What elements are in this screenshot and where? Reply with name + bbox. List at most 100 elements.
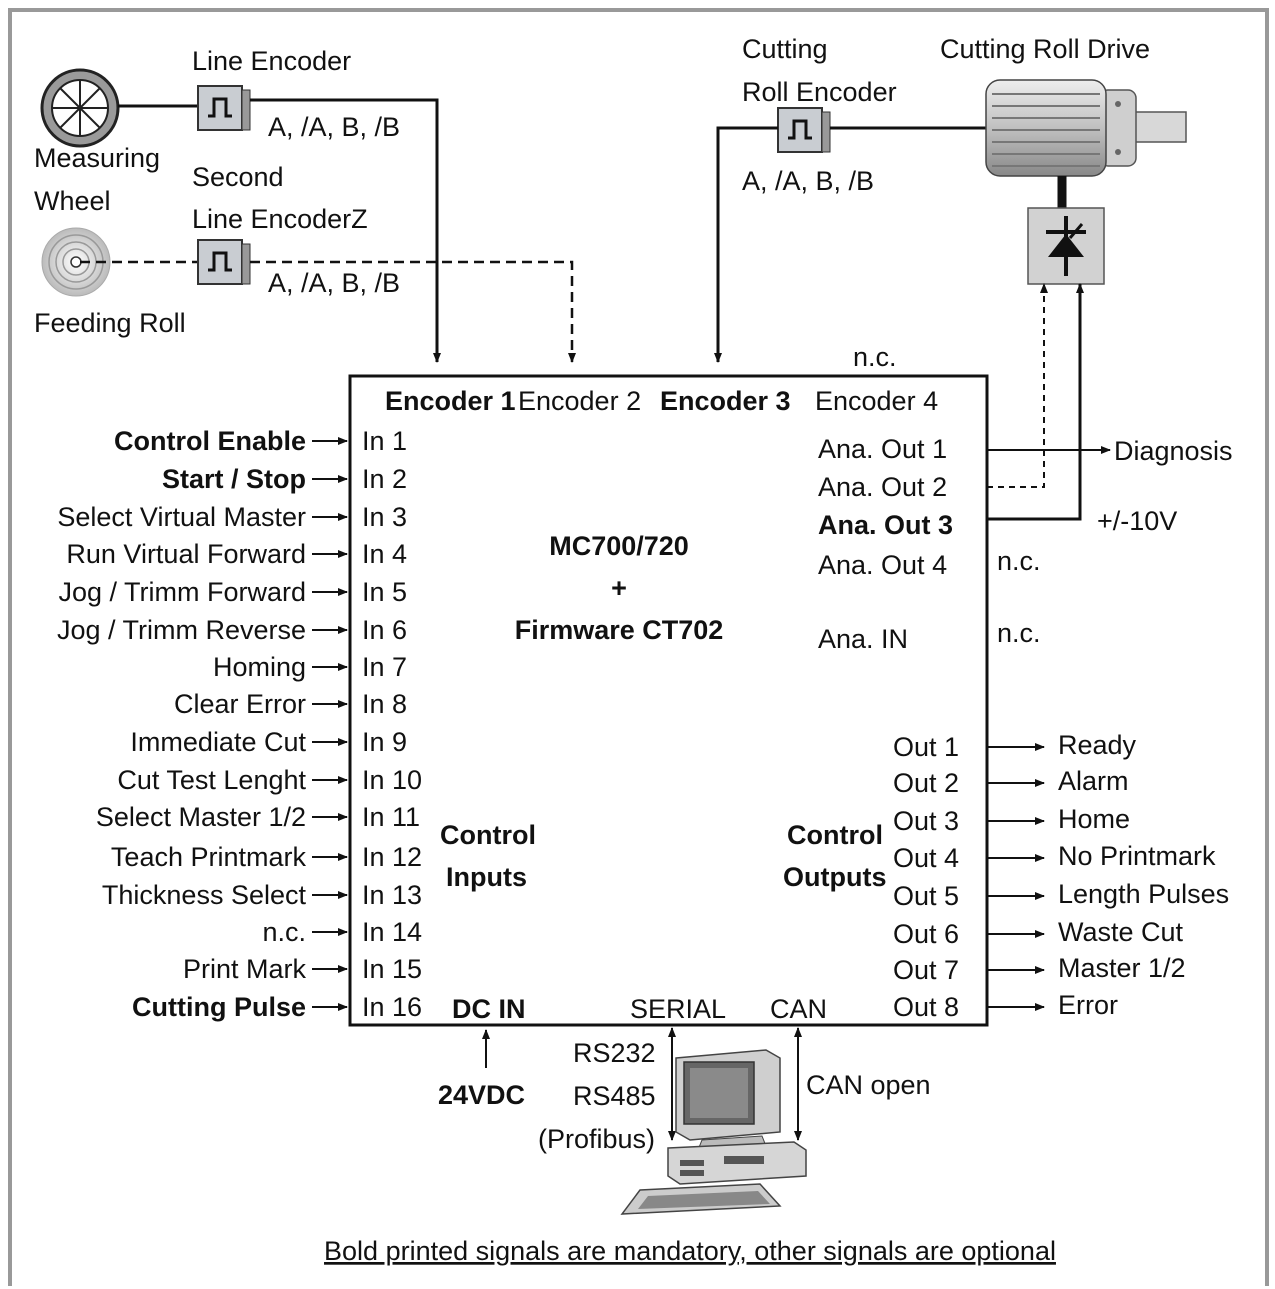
input-port-label: In 3 (362, 502, 407, 532)
output-signal-label: Error (1058, 990, 1118, 1020)
output-port-label: Out 8 (893, 992, 959, 1022)
control-outputs-label-2: Outputs (783, 862, 886, 892)
measuring-wheel-label-2: Wheel (34, 186, 111, 216)
controller-plus: + (611, 573, 627, 603)
input-port-label: In 11 (362, 802, 420, 832)
input-signal-label: Jog / Trimm Reverse (57, 615, 306, 645)
output-signal-label: Master 1/2 (1058, 953, 1186, 983)
second-encoder-label-2: Line EncoderZ (192, 204, 368, 234)
output-signal-label: Waste Cut (1058, 917, 1184, 947)
outer-frame (8, 8, 1269, 1286)
diagnosis-label: Diagnosis (1114, 436, 1233, 466)
dc-in-label: DC IN (452, 994, 526, 1024)
output-port-label: Out 5 (893, 881, 959, 911)
input-signal-label: Homing (213, 652, 306, 682)
input-signal-label: Select Virtual Master (57, 502, 306, 532)
input-port-label: In 15 (362, 954, 422, 984)
output-signal-label: Length Pulses (1058, 879, 1229, 909)
profibus-label: (Profibus) (538, 1124, 655, 1154)
input-port-label: In 2 (362, 464, 407, 494)
input-signal-label: Teach Printmark (111, 842, 307, 872)
encoder-3-label: Encoder 3 (660, 386, 791, 416)
measuring-wheel-icon (40, 68, 120, 148)
controller-box (348, 374, 989, 1027)
input-port-label: In 9 (362, 727, 407, 757)
input-port-label: In 8 (362, 689, 407, 719)
output-port-label: Out 2 (893, 768, 959, 798)
feeding-roll-label: Feeding Roll (34, 308, 186, 338)
input-signal-label: Cutting Pulse (132, 992, 306, 1022)
can-label: CAN (770, 994, 827, 1024)
computer-icon (620, 1049, 807, 1215)
motor-icon (985, 79, 1187, 177)
controller-firmware: Firmware CT702 (515, 615, 724, 645)
cutting-encoder-signals: A, /A, B, /B (742, 166, 874, 196)
measuring-wheel-label-1: Measuring (34, 143, 160, 173)
ana-out-3-wire (987, 283, 1084, 521)
serial-label: SERIAL (630, 994, 726, 1024)
can-open-label: CAN open (806, 1070, 931, 1100)
input-signal-label: Jog / Trimm Forward (58, 577, 306, 607)
drive-thyristor-icon (1027, 207, 1105, 285)
ana-out-1: Ana. Out 1 (818, 434, 947, 464)
ana-in: Ana. IN (818, 624, 908, 654)
output-signal-label: Alarm (1058, 766, 1129, 796)
input-port-label: In 12 (362, 842, 422, 872)
input-signal-label: n.c. (262, 917, 306, 947)
encoder-1-label: Encoder 1 (385, 386, 516, 416)
output-signal-label: Home (1058, 804, 1130, 834)
second-encoder-label-1: Second (192, 162, 284, 192)
control-inputs-label-1: Control (440, 820, 536, 850)
ana-out-4-nc: n.c. (997, 546, 1041, 576)
second-line-encoder-icon (197, 239, 251, 285)
input-port-label: In 14 (362, 917, 422, 947)
controller-title: MC700/720 (549, 531, 689, 561)
encoder-2-label: Encoder 2 (518, 386, 641, 416)
cutting-encoder-label-1: Cutting (742, 34, 828, 64)
encoder1-wire (250, 98, 441, 363)
second-encoder-signals: A, /A, B, /B (268, 268, 400, 298)
input-port-label: In 6 (362, 615, 407, 645)
output-port-label: Out 1 (893, 732, 959, 762)
input-signal-label: Immediate Cut (130, 727, 306, 757)
output-port-label: Out 3 (893, 806, 959, 836)
input-signal-label: Select Master 1/2 (96, 802, 306, 832)
output-port-label: Out 7 (893, 955, 959, 985)
input-port-label: In 4 (362, 539, 407, 569)
input-signal-label: Control Enable (114, 426, 306, 456)
ana-out-3: Ana. Out 3 (818, 510, 953, 540)
input-port-label: In 16 (362, 992, 422, 1022)
input-signals: Control Enable In 1 Start / Stop In 2 Select… (57, 426, 422, 1022)
supply-label: 24VDC (438, 1080, 525, 1110)
cutting-roll-encoder-icon (777, 107, 831, 153)
input-port-label: In 1 (362, 426, 407, 456)
input-signal-label: Clear Error (174, 689, 306, 719)
input-port-label: In 7 (362, 652, 407, 682)
rs232-label: RS232 (573, 1038, 656, 1068)
ana-out-2: Ana. Out 2 (818, 472, 947, 502)
line-encoder-label: Line Encoder (192, 46, 351, 76)
line-encoder-signals: A, /A, B, /B (268, 112, 400, 142)
voltage-label: +/-10V (1097, 506, 1177, 536)
rs485-label: RS485 (573, 1081, 656, 1111)
input-signal-label: Start / Stop (162, 464, 306, 494)
output-signal-label: Ready (1058, 730, 1137, 760)
ana-out-4: Ana. Out 4 (818, 550, 947, 580)
control-inputs-label-2: Inputs (446, 862, 527, 892)
ana-in-nc: n.c. (997, 618, 1041, 648)
output-port-label: Out 6 (893, 919, 959, 949)
encoder-4-nc: n.c. (853, 342, 897, 372)
cutting-roll-drive-label: Cutting Roll Drive (940, 34, 1150, 64)
input-port-label: In 13 (362, 880, 422, 910)
input-signal-label: Print Mark (183, 954, 307, 984)
ana-out-2-wire (987, 283, 1048, 488)
cutting-encoder-label-2: Roll Encoder (742, 77, 897, 107)
output-port-label: Out 4 (893, 843, 959, 873)
input-signal-label: Thickness Select (102, 880, 307, 910)
input-port-label: In 10 (362, 765, 422, 795)
encoder2-wire (250, 260, 576, 363)
input-port-label: In 5 (362, 577, 407, 607)
control-outputs-label-1: Control (787, 820, 883, 850)
